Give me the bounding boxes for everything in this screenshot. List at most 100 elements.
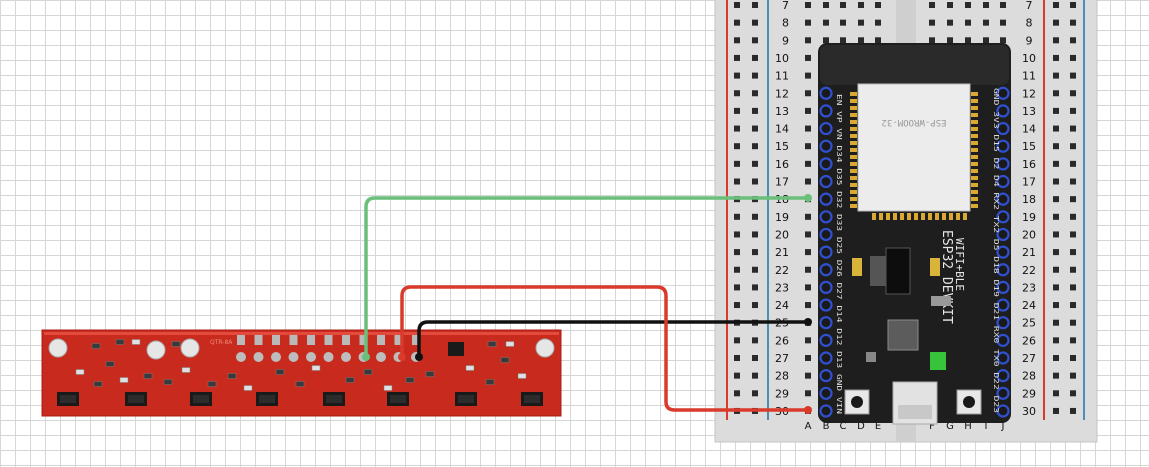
wire-green[interactable] <box>364 196 808 357</box>
rail-hole <box>734 72 740 79</box>
hole <box>805 266 811 273</box>
smd-part <box>93 381 103 387</box>
rail-hole <box>1070 160 1076 167</box>
module-pad <box>900 213 904 220</box>
right-pin-labels: GND 3V3 D15 D2 D4 RX2 TX2 D5 D18 D19 D21… <box>992 88 1001 413</box>
column-label: H <box>964 421 972 432</box>
rail-hole <box>752 337 758 344</box>
smd-part <box>405 377 415 383</box>
hole <box>805 90 811 97</box>
row-label: 24 <box>1022 299 1036 312</box>
header-pin <box>996 192 1010 206</box>
header-pads[interactable] <box>236 335 421 362</box>
hole <box>840 37 846 44</box>
hole <box>858 37 864 44</box>
module-pad <box>971 99 978 103</box>
rail-hole <box>1053 54 1059 61</box>
hole <box>805 178 811 185</box>
column-label: E <box>875 421 881 432</box>
rail-hole <box>734 2 740 8</box>
rail-hole <box>734 266 740 273</box>
header-pin <box>819 227 833 242</box>
smd-part <box>311 365 321 371</box>
module-pad <box>971 134 978 138</box>
ir-sensor-window <box>524 395 540 403</box>
wire-red[interactable] <box>400 285 808 412</box>
module-pad <box>971 106 978 110</box>
row-label: 21 <box>1022 246 1036 259</box>
boot-button[interactable] <box>844 389 870 415</box>
module-pad <box>971 127 978 131</box>
row-label: 11 <box>1022 70 1036 83</box>
header-pin <box>819 263 833 277</box>
left-header-pins[interactable] <box>819 86 833 418</box>
rail-hole <box>752 355 758 361</box>
rail-hole <box>1070 125 1076 132</box>
module-pad <box>971 197 978 201</box>
ir-sensor-window <box>326 395 342 403</box>
header-pin <box>819 192 833 206</box>
wire-black-end-board <box>804 318 812 326</box>
esp32-devkit[interactable]: ESP-WROOM-32 EN VP VN D34 D35 D32 D33 D2… <box>818 43 1011 425</box>
hole <box>805 160 811 167</box>
smd-part <box>119 377 129 383</box>
rail-hole <box>752 284 758 291</box>
ir-sensor-window <box>390 395 406 403</box>
header-pad-round <box>323 352 334 362</box>
header-pin <box>996 351 1010 365</box>
enable-button[interactable] <box>956 389 982 415</box>
rail-hole <box>752 372 758 379</box>
hole <box>823 19 829 26</box>
column-label: F <box>929 421 935 432</box>
row-label: 28 <box>775 370 789 383</box>
rail-hole <box>752 390 758 397</box>
rail-hole <box>1053 231 1059 238</box>
right-header-pins[interactable] <box>996 86 1010 418</box>
row-label: 18 <box>1022 193 1036 206</box>
row-label: 22 <box>1022 264 1036 277</box>
module-pad <box>956 213 960 220</box>
rail-hole <box>1070 372 1076 379</box>
rail-hole <box>1070 2 1076 8</box>
row-label: 23 <box>775 281 789 294</box>
hole <box>805 284 811 291</box>
header-pad-round <box>253 352 264 362</box>
rail-hole <box>1070 213 1076 220</box>
header-pin <box>996 280 1010 294</box>
row-label: 10 <box>1022 52 1036 65</box>
rail-hole <box>1053 196 1059 203</box>
hole <box>875 37 881 44</box>
ir-sensor-window <box>128 395 144 403</box>
rail-hole <box>734 19 740 26</box>
diode <box>931 296 951 306</box>
module-pad <box>971 141 978 145</box>
row-label: 7 <box>1026 0 1033 12</box>
hole <box>805 2 811 8</box>
hole <box>983 19 989 26</box>
header-pad-round <box>236 352 246 362</box>
module-pad <box>914 213 918 220</box>
wire-black[interactable] <box>417 320 808 357</box>
module-pad <box>971 176 978 180</box>
micro-usb-port[interactable] <box>892 381 938 425</box>
hole <box>840 2 846 8</box>
rail-hole <box>1070 284 1076 291</box>
header-pin <box>819 298 833 312</box>
rail-hole <box>1053 125 1059 132</box>
column-label: A <box>805 421 812 432</box>
module-pad <box>971 113 978 117</box>
header-pad-square <box>412 335 420 345</box>
header-pad-round <box>271 352 281 362</box>
qtr-sensor-array[interactable]: QTR-8A <box>41 329 562 417</box>
esp-wroom-module <box>857 83 971 212</box>
small-chip <box>866 352 876 362</box>
smd-part <box>505 341 515 347</box>
rail-hole <box>752 2 758 8</box>
module-pad <box>928 213 932 220</box>
row-label: 24 <box>775 299 789 312</box>
rail-hole <box>752 231 758 238</box>
hole <box>1000 19 1006 26</box>
rail-hole <box>752 19 758 26</box>
rail-hole <box>1053 143 1059 150</box>
rail-hole <box>734 337 740 344</box>
